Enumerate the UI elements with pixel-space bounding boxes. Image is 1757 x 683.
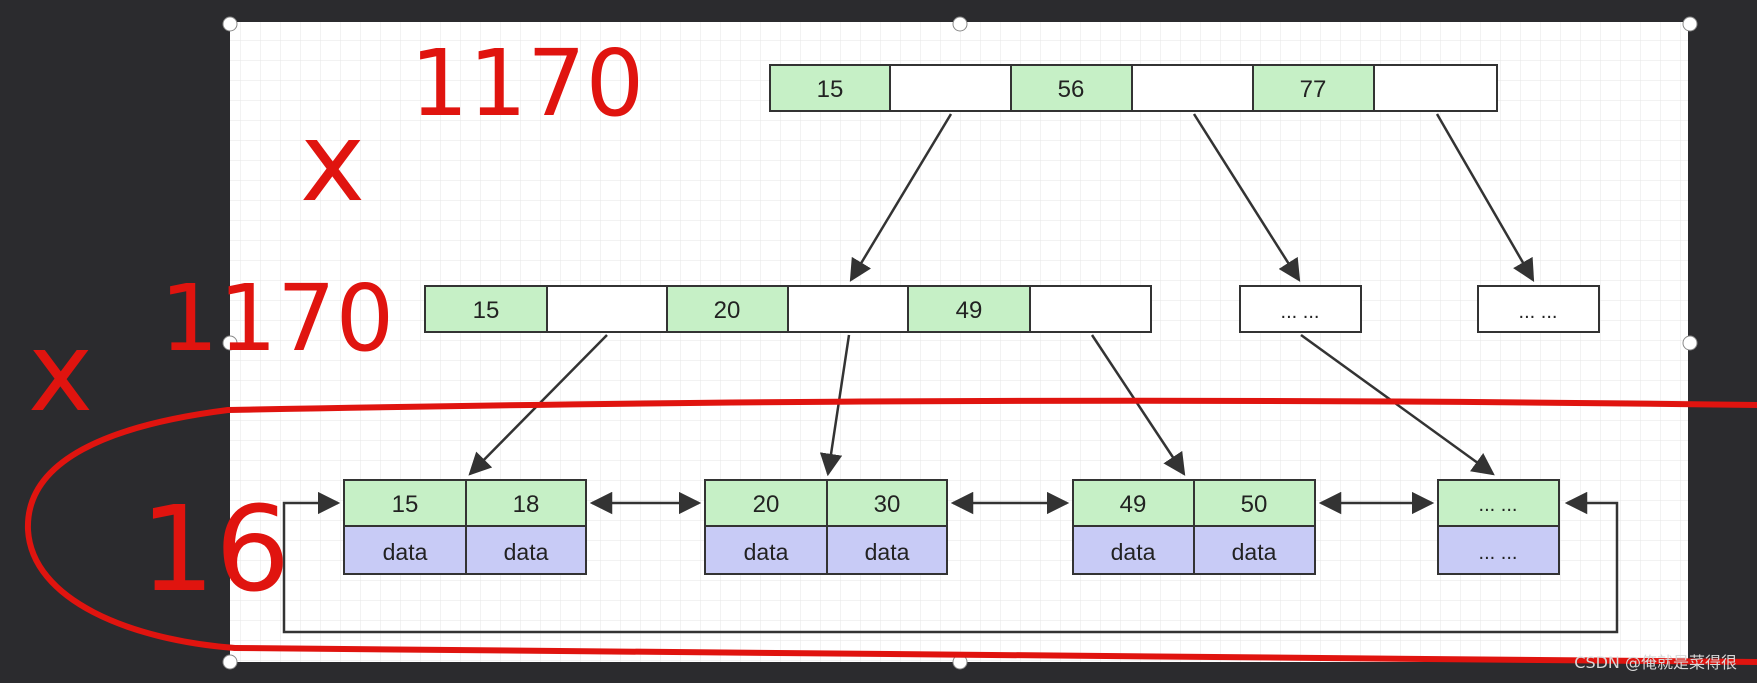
leaf-data-label: data (504, 539, 549, 565)
root-key-cell (1252, 64, 1375, 112)
leaf-key-label: 20 (753, 491, 780, 518)
root-key-label: 56 (1058, 76, 1085, 103)
leaf-key-label: 50 (1241, 491, 1268, 518)
ink-multiplier-mid: x (28, 308, 93, 436)
handle-top-left[interactable] (222, 16, 238, 32)
leaf-links (282, 491, 1619, 634)
middle-key-cell (666, 285, 789, 333)
middle-ellipsis-node (1239, 285, 1362, 333)
watermark-text: CSDN @俺就是菜得很 (1574, 653, 1737, 672)
handle-mid-left[interactable] (222, 335, 238, 351)
handle-top-center[interactable] (952, 16, 968, 32)
leaf-data-label: data (383, 539, 428, 565)
leaf-key-label: ... ... (1479, 494, 1518, 516)
leaf-data-label: data (1111, 539, 1156, 565)
leaf-data-cell (343, 525, 467, 575)
leaf-data-cell (465, 525, 587, 575)
handle-top-right[interactable] (1682, 16, 1698, 32)
ink-value-leaf: 16 (140, 480, 290, 618)
middle-node (424, 285, 1152, 333)
selection-handles[interactable] (222, 16, 1698, 670)
ink-loop-top (225, 397, 1757, 413)
root-pointer-cell (889, 64, 1012, 112)
handwritten-annotations: x 1170 x 1170 16 (24, 30, 1757, 665)
leaf-key-label: 18 (513, 491, 540, 518)
middle-key-label: 49 (956, 297, 983, 324)
ink-multiplier-top: x (300, 98, 365, 226)
leaf-node-3 (1072, 479, 1316, 575)
root-pointer-cell (1373, 64, 1498, 112)
leaf-loop-arrow (282, 491, 1619, 634)
edge-middle-to-leaf (1090, 334, 1186, 476)
middle-ellipsis-label: ... ... (1519, 301, 1558, 323)
leaf-data-label: data (744, 539, 789, 565)
leaf-data-cell (1437, 525, 1560, 575)
leaf-data-cell (1193, 525, 1316, 575)
root-pointer-cell (1131, 64, 1254, 112)
leaf-key-label: 30 (874, 491, 901, 518)
middle-key-cell (424, 285, 548, 333)
middle-pointer-cell (1029, 285, 1152, 333)
root-node (769, 64, 1498, 112)
leaf-data-label: ... ... (1479, 542, 1518, 564)
leaf-key-label: 49 (1120, 491, 1147, 518)
leaf-data-label: data (865, 539, 910, 565)
edge-root-to-middle (1192, 113, 1301, 282)
leaf-data-label: data (1232, 539, 1277, 565)
leaf-data-cell (826, 525, 948, 575)
ink-loop-bottom (232, 645, 1757, 665)
middle-pointer-cell (787, 285, 909, 333)
edge-root-to-middle (1435, 113, 1535, 282)
ink-value-mid: 1170 (160, 265, 394, 372)
middle-ellipsis-label: ... ... (1281, 301, 1320, 323)
root-key-label: 77 (1300, 76, 1327, 103)
leaf-node-2 (704, 479, 948, 575)
leaf-key-label: 15 (392, 491, 419, 518)
middle-key-label: 20 (714, 297, 741, 324)
ink-value-top: 1170 (410, 30, 644, 137)
ink-loop-left (24, 407, 238, 651)
leaf-data-cell (704, 525, 828, 575)
handle-mid-right[interactable] (1682, 335, 1698, 351)
middle-key-label: 15 (473, 297, 500, 324)
leaf-node-1 (343, 479, 587, 575)
middle-pointer-cell (546, 285, 668, 333)
edge-root-to-middle (849, 113, 953, 282)
handle-bottom-left[interactable] (222, 654, 238, 670)
middle-ellipsis-node (1477, 285, 1600, 333)
root-key-label: 15 (817, 76, 844, 103)
